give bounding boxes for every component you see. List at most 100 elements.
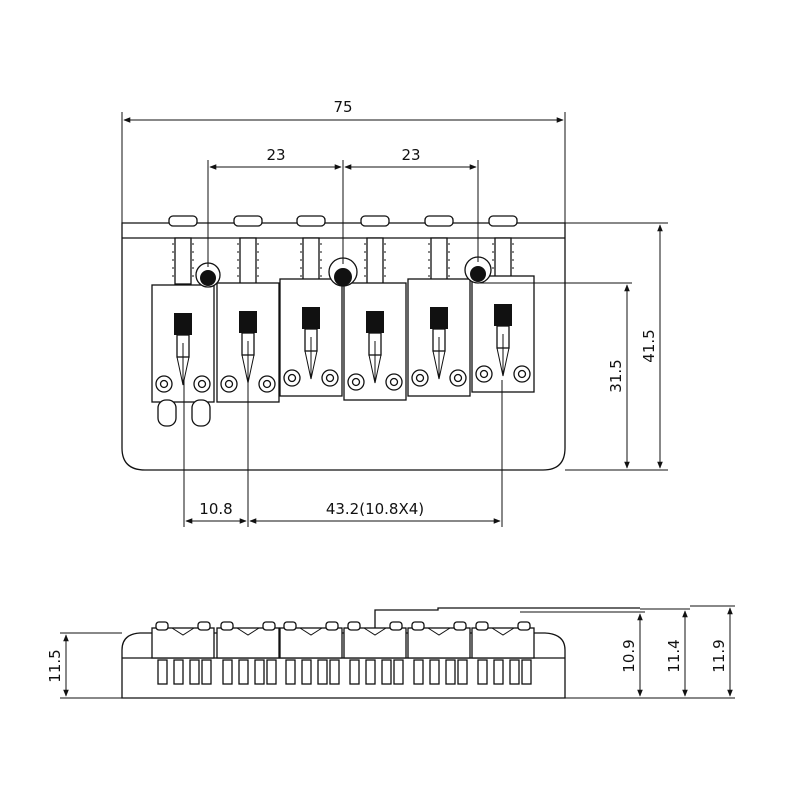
string-tab-left (157, 399, 177, 427)
lock-screw-center (262, 379, 272, 389)
side-saddle-knob (283, 621, 297, 631)
side-saddle-knob (220, 621, 234, 631)
side-saddle-leg (329, 659, 340, 685)
side-saddle-knob (197, 621, 211, 631)
side-saddle-leg (365, 659, 376, 685)
saddle-rear-tab (424, 215, 454, 227)
height-screw-slot (239, 311, 257, 333)
side-saddle-leg (493, 659, 504, 685)
side-saddle-knob (475, 621, 489, 631)
side-saddle-leg (393, 659, 404, 685)
side-saddle-leg (254, 659, 265, 685)
side-saddle-body (407, 627, 471, 659)
side-saddle-notch (491, 627, 515, 636)
side-dim-109-label: 10.9 (620, 639, 638, 672)
side-saddle-body (151, 627, 215, 659)
side-saddle-leg (173, 659, 184, 685)
saddle-rear-tab (360, 215, 390, 227)
saddle-rear-tab (168, 215, 198, 227)
side-saddle-leg (317, 659, 328, 685)
mount-hole-3-inner (470, 266, 486, 282)
side-saddle-leg (521, 659, 532, 685)
top-view: 75 23 23 41.5 31.5 10.8 43.2(10.8X4) (121, 98, 668, 527)
side-saddle-knob (411, 621, 425, 631)
dim-41-label: 41.5 (640, 329, 658, 362)
mount-hole-1-inner (200, 270, 216, 286)
side-saddle-notch (427, 627, 451, 636)
side-saddle-leg (445, 659, 456, 685)
side-saddle-body (216, 627, 280, 659)
height-screw-slot (430, 307, 448, 329)
lock-screw-center (287, 373, 297, 383)
intonation-screw (174, 237, 192, 285)
side-saddle-knob (155, 621, 169, 631)
side-base-outline (121, 632, 566, 699)
side-saddle-leg (413, 659, 424, 685)
intonation-screw (430, 237, 448, 285)
side-saddle-leg (222, 659, 233, 685)
lock-screw-center (453, 373, 463, 383)
saddle-rear-tab (233, 215, 263, 227)
side-saddle-notch (363, 627, 387, 636)
side-saddle-knob (389, 621, 403, 631)
side-saddle-knob (262, 621, 276, 631)
side-saddle-body (343, 627, 407, 659)
lock-screw-center (517, 369, 527, 379)
mount-hole-2-inner (334, 268, 352, 286)
side-saddle-leg (381, 659, 392, 685)
side-saddle-leg (349, 659, 360, 685)
saddle-group (151, 215, 535, 403)
side-saddle-group (151, 621, 535, 685)
side-saddle-leg (509, 659, 520, 685)
saddle-rear-tab (296, 215, 326, 227)
lock-screw-center (479, 369, 489, 379)
side-saddle-knob (347, 621, 361, 631)
dim-75-label: 75 (333, 98, 352, 116)
dim-43-label: 43.2(10.8X4) (326, 500, 424, 518)
dim-31-label: 31.5 (607, 359, 625, 392)
height-screw-slot (174, 313, 192, 335)
side-saddle-knob (517, 621, 531, 631)
side-saddle-leg (189, 659, 200, 685)
side-saddle-leg (201, 659, 212, 685)
side-saddle-leg (238, 659, 249, 685)
base-plate-outline (121, 222, 566, 471)
side-saddle-leg (266, 659, 277, 685)
side-saddle-body (279, 627, 343, 659)
intonation-screw (302, 237, 320, 285)
dim-23-right-label: 23 (401, 146, 420, 164)
side-saddle-leg (301, 659, 312, 685)
height-screw-slot (302, 307, 320, 329)
lock-screw-center (351, 377, 361, 387)
side-rear-lip (374, 607, 640, 628)
side-saddle-notch (299, 627, 323, 636)
side-saddle-leg (457, 659, 468, 685)
side-dim-114-label: 11.4 (665, 639, 683, 672)
lock-screw-center (415, 373, 425, 383)
intonation-screw (239, 237, 257, 285)
height-screw-slot (494, 304, 512, 326)
side-saddle-notch (236, 627, 260, 636)
side-saddle-leg (477, 659, 488, 685)
intonation-screw (366, 237, 384, 285)
lock-screw-center (224, 379, 234, 389)
side-saddle-knob (453, 621, 467, 631)
side-saddle-knob (325, 621, 339, 631)
side-dim-119-label: 11.9 (710, 639, 728, 672)
lock-screw-center (159, 379, 169, 389)
side-saddle-notch (171, 627, 195, 636)
lock-screw-center (325, 373, 335, 383)
side-saddle-leg (429, 659, 440, 685)
lock-screw-center (197, 379, 207, 389)
side-saddle-leg (157, 659, 168, 685)
side-view: 11.5 10.9 11.4 11.9 (46, 605, 735, 699)
dim-23-left-label: 23 (266, 146, 285, 164)
dim-10-label: 10.8 (199, 500, 232, 518)
side-saddle-leg (285, 659, 296, 685)
height-screw-slot (366, 311, 384, 333)
lock-screw-center (389, 377, 399, 387)
side-saddle-body (471, 627, 535, 659)
string-tab-right (191, 399, 211, 427)
side-dim-115-label: 11.5 (46, 649, 64, 682)
